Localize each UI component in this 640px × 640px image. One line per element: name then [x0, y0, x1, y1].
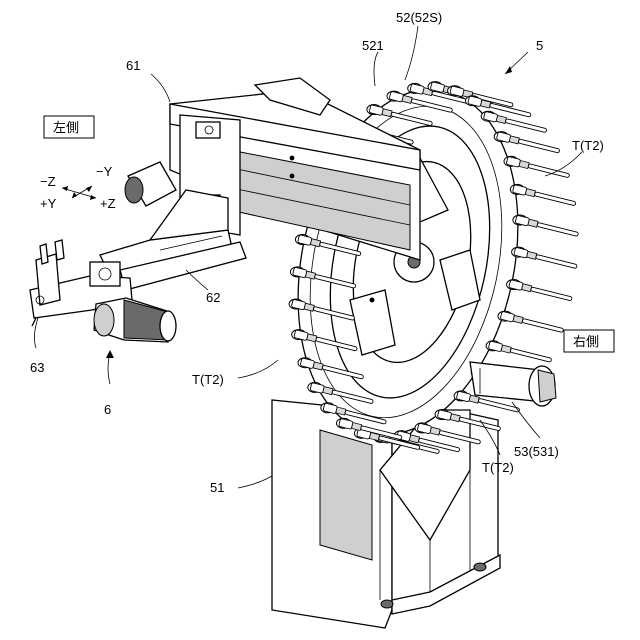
right-side-box: 右側	[564, 330, 614, 352]
label-arm: 62	[206, 290, 220, 305]
label-gripper: 63	[30, 360, 44, 375]
tool-pocket	[512, 247, 578, 270]
label-changer: 6	[104, 402, 111, 417]
tool-pocket	[486, 341, 552, 364]
axis-plus-z: +Z	[100, 196, 116, 211]
label-pocket: 521	[362, 38, 384, 53]
tool-pocket	[498, 311, 564, 334]
axis-minus-y: −Y	[96, 164, 113, 179]
axis-minus-z: −Z	[40, 174, 56, 189]
tool-pocket	[513, 215, 579, 238]
label-motor: 53(531)	[514, 444, 559, 459]
label-tool-left: T(T2)	[192, 372, 224, 387]
label-tool-right: T(T2)	[572, 138, 604, 153]
axis-plus-y: +Y	[40, 196, 57, 211]
axis-indicator: −Z −Y +Y +Z	[40, 164, 116, 211]
label-disk: 52(52S)	[396, 10, 442, 25]
right-side-label: 右側	[573, 335, 599, 350]
label-magazine: 5	[536, 38, 543, 53]
changer-motor	[94, 298, 176, 342]
label-column: 51	[210, 480, 224, 495]
changer-arm	[100, 190, 246, 290]
left-side-box: 左側	[44, 116, 94, 138]
tool-pocket	[510, 184, 576, 207]
label-tool-bottom: T(T2)	[482, 460, 514, 475]
label-arm-frame: 61	[126, 58, 140, 73]
tool-pocket	[507, 280, 573, 303]
tool-pocket	[504, 156, 570, 179]
left-side-label: 左側	[53, 121, 79, 136]
